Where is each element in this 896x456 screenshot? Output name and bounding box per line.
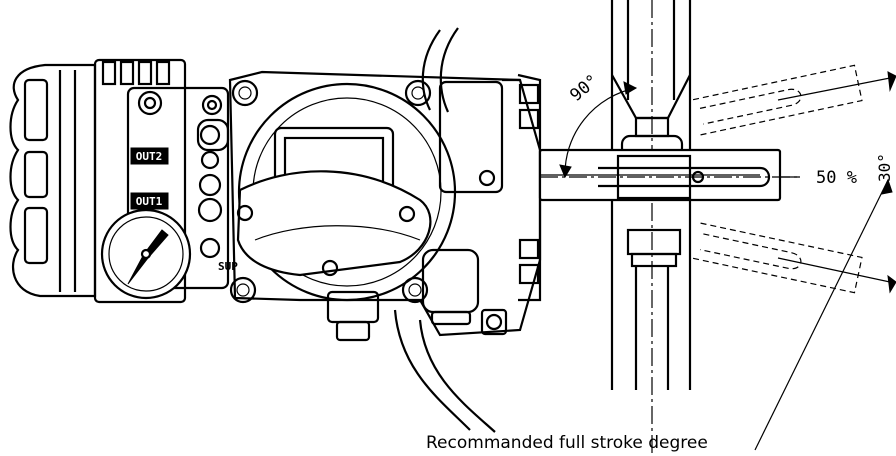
lever-lower-limit — [692, 222, 896, 294]
out1-label: OUT1 — [136, 195, 163, 208]
manifold-block: OUT2 OUT1 SUP — [126, 86, 238, 290]
pressure-gauge — [100, 208, 192, 300]
thirty-degree-label: 30° — [875, 153, 894, 182]
out2-label: OUT2 — [136, 150, 163, 163]
ninety-degree-arc — [559, 81, 638, 179]
stroke-leader — [754, 178, 893, 451]
ninety-degree-label: 90° — [566, 71, 602, 106]
caption-recommended-stroke: Recommanded full stroke degree — [426, 433, 708, 453]
main-body — [228, 70, 542, 342]
lever-upper-limit — [692, 64, 896, 136]
feedback-lever — [538, 148, 800, 202]
valve-stem — [610, 0, 692, 456]
cables — [393, 27, 496, 433]
fifty-percent-label: 50 % — [816, 168, 857, 188]
housing-fins — [9, 58, 187, 304]
